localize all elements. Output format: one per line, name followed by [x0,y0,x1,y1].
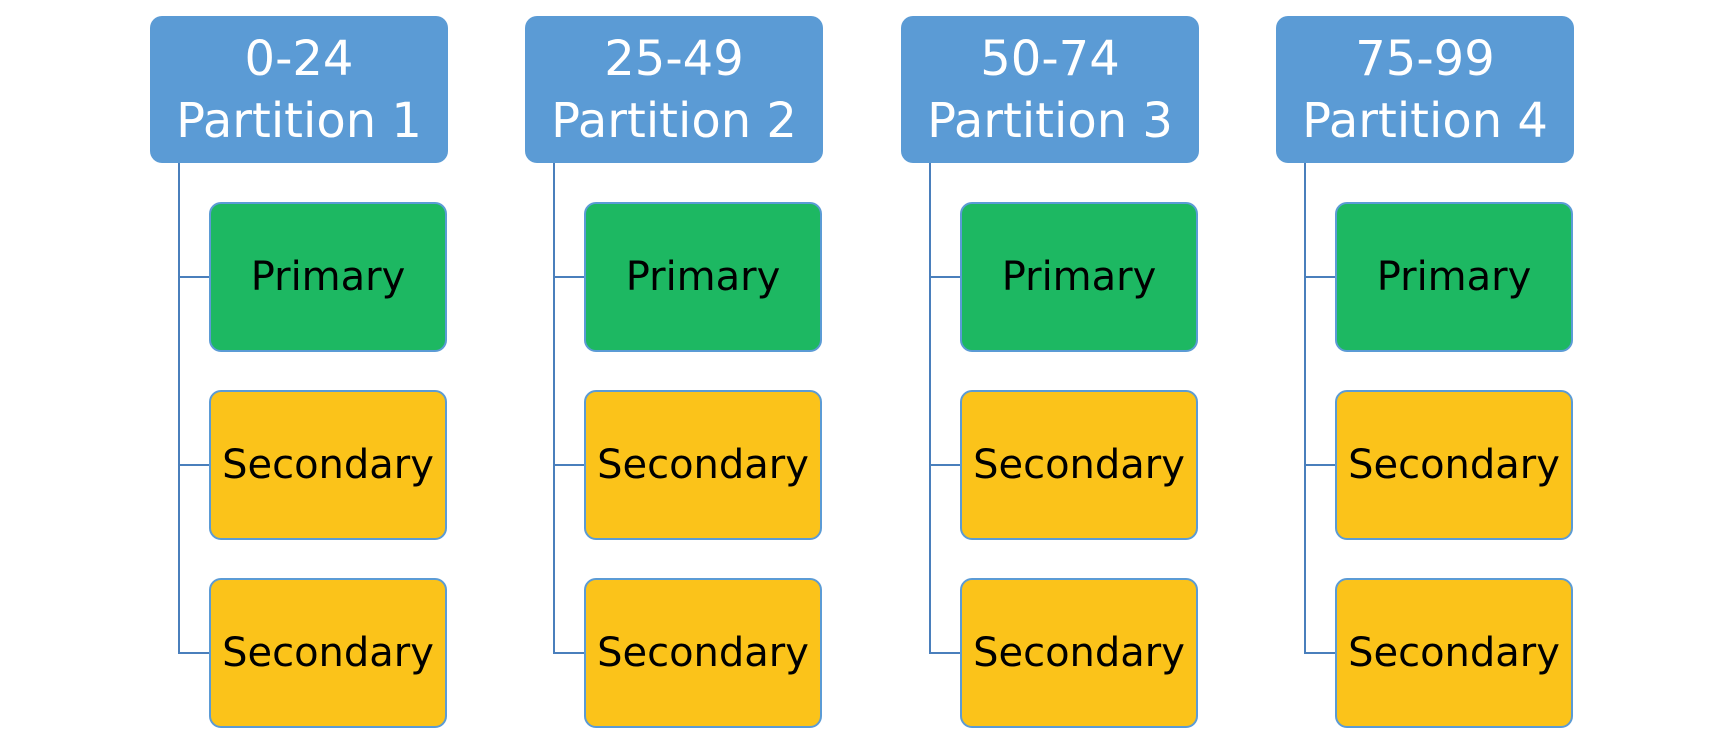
partition-range: 75-99 [1355,30,1495,87]
secondary-node: Secondary [1335,578,1573,728]
secondary-node: Secondary [960,390,1198,540]
primary-node: Primary [1335,202,1573,352]
connector-branch [178,464,209,466]
connector-branch [553,652,584,654]
partition-range: 50-74 [980,30,1120,87]
secondary-node: Secondary [209,390,447,540]
connector-branch [178,276,209,278]
secondary-node: Secondary [1335,390,1573,540]
connector-branch [929,276,960,278]
partition-name: Partition 1 [176,92,422,149]
connector-trunk [553,163,555,654]
connector-trunk [1304,163,1306,654]
secondary-node: Secondary [584,390,822,540]
connector-branch [553,276,584,278]
secondary-node: Secondary [209,578,447,728]
connector-trunk [929,163,931,654]
partition-name: Partition 4 [1302,92,1548,149]
partition-name: Partition 3 [927,92,1173,149]
connector-branch [178,652,209,654]
connector-branch [929,464,960,466]
partition-range: 0-24 [244,30,354,87]
primary-node: Primary [209,202,447,352]
partition-name: Partition 2 [551,92,797,149]
primary-node: Primary [960,202,1198,352]
connector-branch [1304,276,1335,278]
connector-branch [1304,464,1335,466]
connector-branch [1304,652,1335,654]
connector-trunk [178,163,180,654]
connector-branch [553,464,584,466]
secondary-node: Secondary [584,578,822,728]
partition-range: 25-49 [604,30,744,87]
primary-node: Primary [584,202,822,352]
secondary-node: Secondary [960,578,1198,728]
connector-branch [929,652,960,654]
